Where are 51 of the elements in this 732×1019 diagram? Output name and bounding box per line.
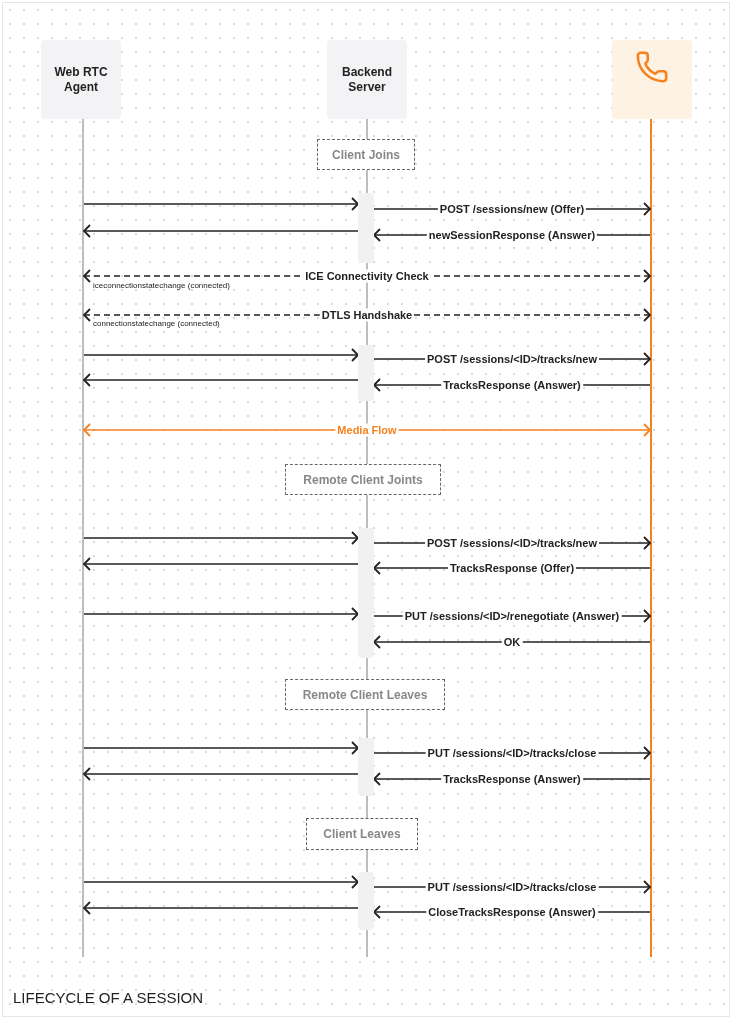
section-box — [317, 139, 415, 170]
lifeline — [82, 119, 84, 957]
edge-label: POST /sessions/<ID>/tracks/new — [425, 352, 599, 366]
diagram-title: LIFECYCLE OF A SESSION — [13, 988, 204, 1008]
participant-box — [612, 40, 692, 119]
activation-bar — [358, 738, 374, 796]
arrow — [83, 741, 359, 755]
edge-label: TracksResponse (Offer) — [447, 561, 577, 575]
participant-label: Web RTC Agent — [53, 64, 109, 95]
edge-label: TracksResponse (Answer) — [441, 772, 583, 786]
edge-label: PUT /sessions/<ID>/renegotiate (Answer) — [402, 609, 622, 623]
edge-label: POST /sessions/<ID>/tracks/new — [425, 536, 599, 550]
edge-label: newSessionResponse (Answer) — [426, 228, 598, 242]
edge-label: DTLS Handshake — [319, 308, 415, 322]
edge-label: OK — [501, 635, 523, 649]
arrow — [83, 557, 359, 571]
section-box — [285, 679, 445, 710]
arrow — [83, 901, 359, 915]
participant-box — [41, 40, 121, 119]
section-label: Remote Client Joints — [303, 471, 423, 489]
section-label: Remote Client Leaves — [302, 686, 428, 704]
arrow — [83, 224, 359, 238]
participant-box — [327, 40, 407, 119]
activation-bar — [358, 872, 374, 930]
edge-label: TracksResponse (Answer) — [441, 378, 583, 392]
section-box — [285, 464, 441, 495]
state-note: connectionstatechange (connected) — [93, 319, 220, 329]
edge-label: PUT /sessions/<ID>/tracks/close — [425, 880, 599, 894]
section-label: Client Joins — [332, 146, 400, 164]
arrow — [83, 423, 651, 437]
edge-label: PUT /sessions/<ID>/tracks/close — [425, 746, 599, 760]
activation-bar — [358, 528, 374, 658]
arrow — [83, 373, 359, 387]
arrow — [83, 348, 359, 362]
state-note: iceconnectionstatechange (connected) — [93, 281, 230, 291]
section-label: Client Leaves — [323, 826, 401, 843]
edge-label: POST /sessions/new (Offer) — [437, 202, 587, 216]
activation-bar — [358, 345, 374, 401]
arrow — [83, 767, 359, 781]
activation-bar — [358, 193, 374, 263]
arrow — [83, 607, 359, 621]
arrow — [83, 531, 359, 545]
arrow — [83, 197, 359, 211]
section-box — [306, 818, 418, 850]
edge-label: CloseTracksResponse (Answer) — [426, 905, 598, 919]
lifeline — [650, 119, 652, 957]
arrow — [83, 875, 359, 889]
edge-label: ICE Connectivity Check — [303, 269, 431, 283]
arrow — [373, 635, 651, 649]
edge-label: Media Flow — [335, 423, 399, 437]
participant-label: Backend Server — [341, 64, 393, 95]
